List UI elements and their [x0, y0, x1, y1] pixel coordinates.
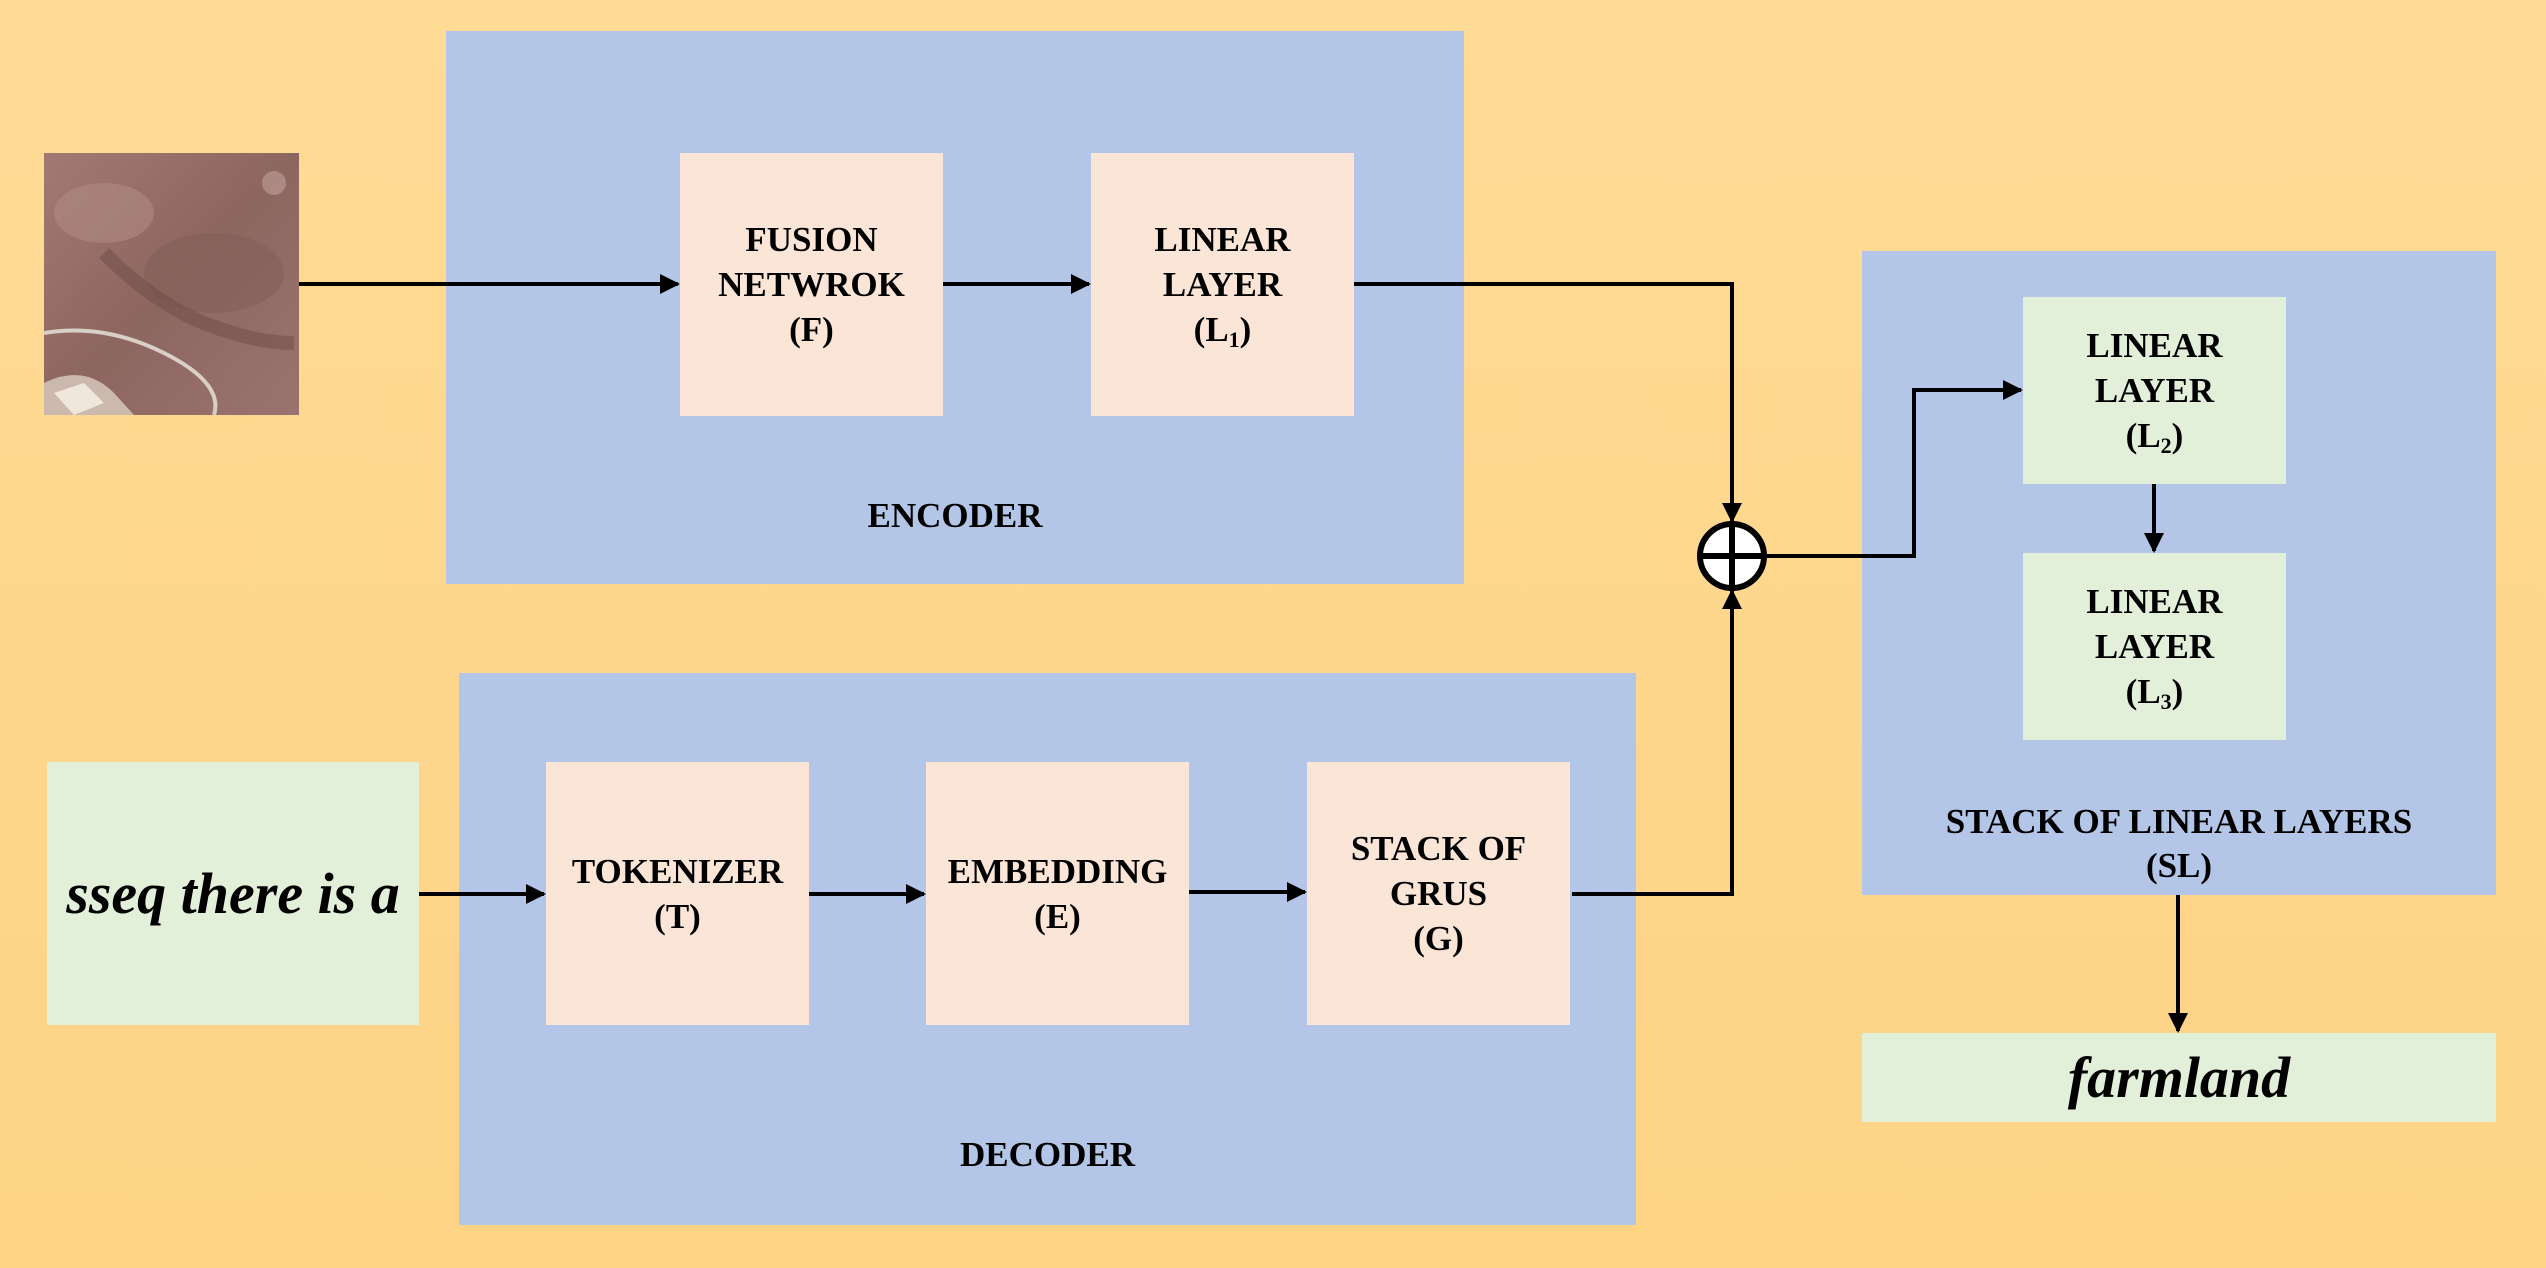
tokenizer-block: TOKENIZER (T) [546, 762, 809, 1025]
linear-layer-l3-block: LINEAR LAYER (L3) [2023, 553, 2286, 740]
tokenizer-line1: TOKENIZER [571, 851, 784, 891]
linear-layer-l1-block: LINEAR LAYER (L1) [1091, 153, 1354, 416]
grus-line1: STACK OF [1350, 829, 1527, 868]
linear2-line2: LAYER [2094, 371, 2215, 410]
arrow-l1-to-sum [1354, 282, 1742, 523]
sum-operator-icon [1697, 521, 1767, 591]
stack-of-grus-block: STACK OF GRUS (G) [1307, 762, 1570, 1025]
input-text: sseq there is a [66, 861, 400, 926]
arrow-sum-to-l2 [1765, 380, 2023, 558]
tokenizer-line2: (T) [654, 896, 701, 936]
stack-label: STACK OF LINEAR LAYERS (SL) [1862, 800, 2496, 888]
embedding-line1: EMBEDDING [947, 851, 1168, 891]
linear3-symbol: (L3) [2125, 672, 2184, 714]
fusion-line2: NETWROK [718, 265, 905, 304]
decoder-label: DECODER [959, 1135, 1136, 1174]
linear2-line1: LINEAR [2086, 326, 2223, 365]
input-satellite-image [44, 153, 299, 415]
linear1-line2: LAYER [1162, 265, 1283, 304]
linear-layer-l2-block: LINEAR LAYER (L2) [2023, 297, 2286, 484]
arrow-grus-to-sum [1572, 589, 1742, 896]
output-text: farmland [2067, 1045, 2291, 1110]
embedding-line2: (E) [1034, 896, 1081, 936]
grus-line2: GRUS [1389, 874, 1488, 913]
output-text-box: farmland [1862, 1033, 2496, 1122]
satellite-image-graphic [44, 153, 299, 415]
linear1-line1: LINEAR [1154, 220, 1291, 259]
fusion-line1: FUSION [745, 220, 878, 259]
input-text-box: sseq there is a [47, 762, 419, 1025]
linear3-line1: LINEAR [2086, 582, 2223, 621]
fusion-network-block: FUSION NETWROK (F) [680, 153, 943, 416]
encoder-label: ENCODER [867, 496, 1043, 535]
stack-label-line1: STACK OF LINEAR LAYERS [1945, 802, 2413, 841]
stack-label-line2: (SL) [2145, 846, 2213, 885]
linear3-line2: LAYER [2094, 627, 2215, 666]
grus-line3: (G) [1413, 919, 1464, 958]
fusion-line3: (F) [789, 310, 834, 349]
linear2-symbol: (L2) [2125, 416, 2184, 458]
embedding-block: EMBEDDING (E) [926, 762, 1189, 1025]
linear1-symbol: (L1) [1193, 310, 1252, 352]
